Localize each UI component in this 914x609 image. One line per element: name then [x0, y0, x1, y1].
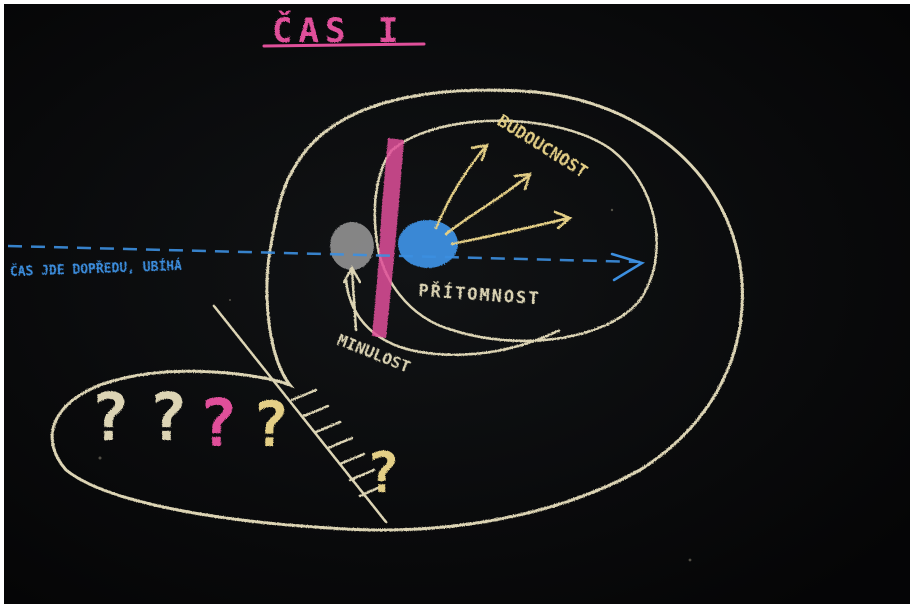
time-arrow-line [7, 244, 641, 264]
title-underline [262, 42, 426, 48]
past-arc [344, 279, 561, 357]
present-moment-band [372, 138, 404, 338]
future-arrows [434, 143, 573, 246]
board-surface [4, 4, 910, 604]
past-arrow [342, 265, 362, 332]
question-mark: ? [90, 379, 130, 456]
chalk-dust [98, 208, 692, 562]
question-mark: ? [148, 379, 188, 456]
time-arrow-head [610, 252, 646, 282]
question-mark: ? [366, 441, 400, 506]
present-blob [398, 220, 458, 268]
question-mark: ? [252, 388, 289, 461]
past-blob [330, 222, 374, 270]
inner-circle [373, 119, 658, 343]
time-arrow-label: ČAS JDE DOPŘEDU, UBÍHÁ [10, 258, 183, 280]
outer-loop [50, 88, 744, 532]
question-mark: ? [198, 385, 238, 462]
timeline-ticks [212, 304, 388, 524]
